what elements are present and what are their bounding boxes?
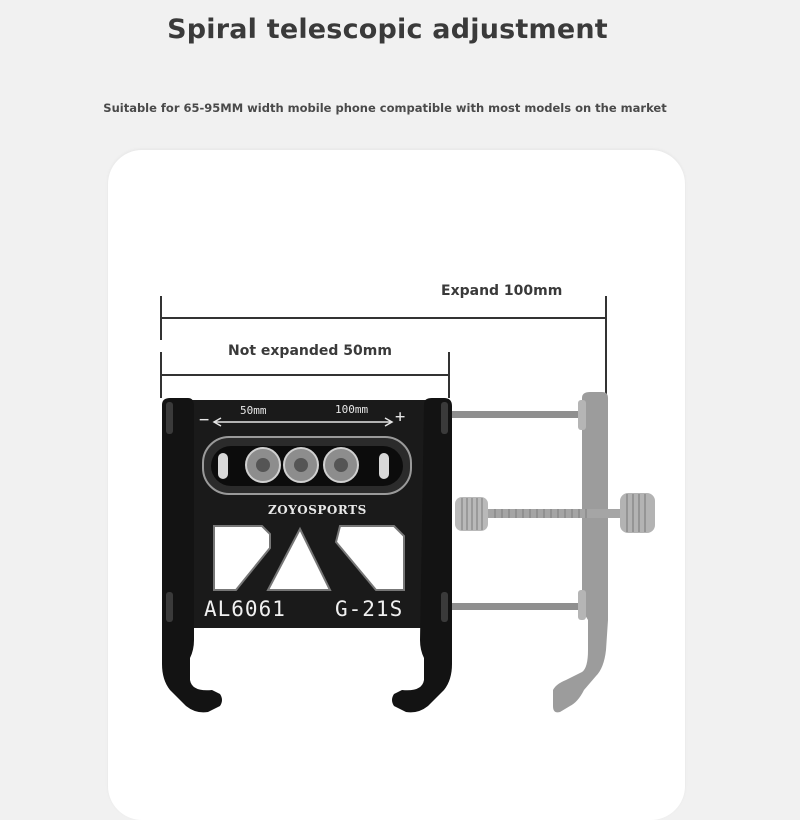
scale-arrow (212, 417, 394, 427)
page-subtitle: Suitable for 65-95MM width mobile phone … (103, 101, 667, 115)
page-title: Spiral telescopic adjustment (167, 14, 608, 45)
spiral-screw (455, 493, 655, 533)
expanded-arm-ghost (440, 392, 608, 713)
bolt-slot (202, 436, 412, 495)
dimension-lines (160, 296, 607, 398)
not-expanded-dimension-label: Not expanded 50mm (228, 343, 392, 359)
brand-label: ZOYOSPORTS (268, 503, 367, 517)
scale-minus-sign: − (199, 410, 210, 430)
scale-plus-sign: + (395, 407, 406, 427)
plate-cutouts (213, 525, 405, 591)
expand-dimension-label: Expand 100mm (441, 283, 563, 299)
scale-100mm-label: 100mm (335, 403, 369, 416)
scale-50mm-label: 50mm (240, 404, 267, 417)
model-right-label: G-21S (335, 597, 404, 621)
model-left-label: AL6061 (204, 597, 286, 621)
phone-holder-illustration (162, 392, 655, 713)
